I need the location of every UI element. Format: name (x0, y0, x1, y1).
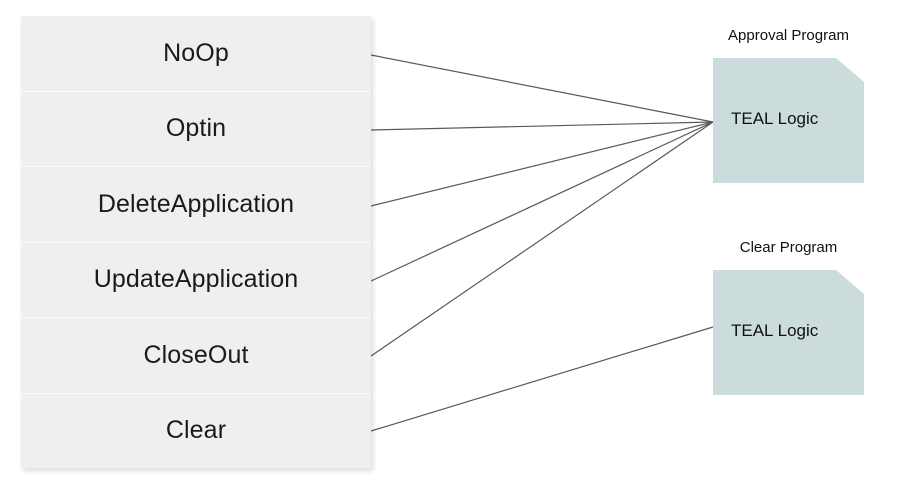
approval-program-title: Approval Program (728, 27, 849, 44)
connector-line (370, 326, 714, 432)
approval-program-note[interactable]: TEAL Logic (713, 58, 864, 183)
list-item[interactable]: CloseOut (21, 318, 371, 394)
connector-line (370, 54, 714, 123)
clear-program-note[interactable]: TEAL Logic (713, 270, 864, 395)
connector-line (370, 121, 714, 131)
clear-program-body-label: TEAL Logic (731, 321, 819, 340)
connector-line (370, 121, 714, 357)
oncomplete-list: NoOp Optin DeleteApplication UpdateAppli… (21, 16, 371, 468)
list-item[interactable]: UpdateApplication (21, 242, 371, 318)
list-item-label: CloseOut (143, 340, 249, 369)
connector-line (370, 121, 714, 282)
list-item-label: DeleteApplication (97, 189, 295, 218)
list-item[interactable]: Clear (21, 393, 371, 468)
list-item-label: UpdateApplication (93, 265, 299, 294)
list-item[interactable]: Optin (21, 91, 371, 167)
clear-program-group: Clear Program TEAL Logic (713, 240, 864, 400)
connector-line (370, 121, 714, 207)
list-item-label: Clear (165, 416, 227, 445)
list-item-label: Optin (165, 114, 227, 143)
list-item[interactable]: DeleteApplication (21, 167, 371, 243)
approval-program-group: Approval Program TEAL Logic (713, 28, 864, 188)
list-item-label: NoOp (163, 38, 229, 67)
approval-program-body-label: TEAL Logic (731, 109, 819, 128)
list-item[interactable]: NoOp (21, 16, 371, 92)
clear-program-title: Clear Program (739, 239, 838, 256)
